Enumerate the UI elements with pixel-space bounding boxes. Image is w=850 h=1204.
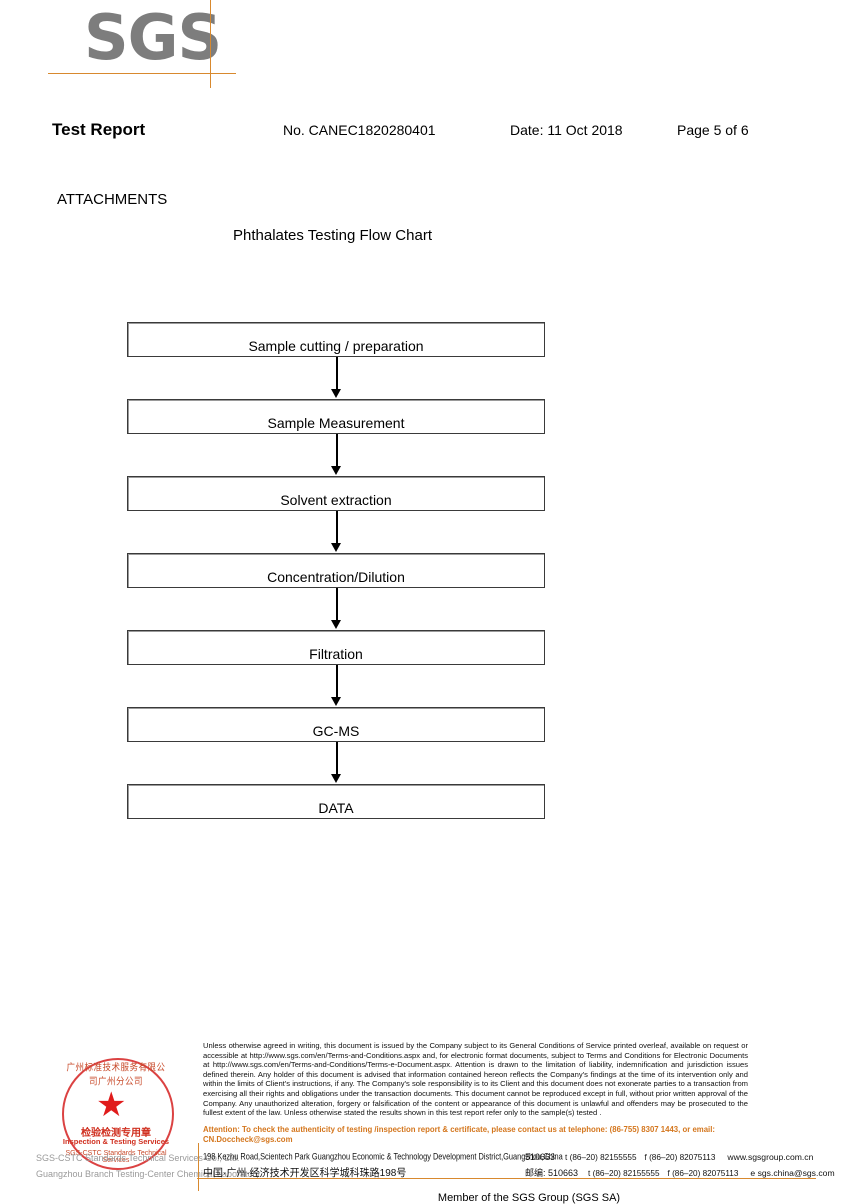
attachments-heading: ATTACHMENTS (57, 191, 168, 208)
flow-arrow-down-icon (127, 511, 545, 553)
footer-horizontal-rule (197, 1178, 816, 1179)
page-indicator: Page 5 of 6 (677, 122, 749, 138)
seal-company-name: SGS-CSTC Standards Technical Services Co… (36, 1153, 240, 1163)
logo-horizontal-rule (48, 73, 236, 74)
flow-step-label: Filtration (309, 646, 363, 662)
flow-step-box: Sample Measurement (127, 399, 545, 434)
address-tel-cn: t (86–20) 82155555 (588, 1169, 660, 1178)
address-fax-en: f (86–20) 82075113 (644, 1153, 716, 1162)
address-street-cn: 中国·广州·经济技术开发区科学城科珠路198号 (203, 1167, 407, 1179)
address-line-english: 198 Kezhu Road,Scientech Park Guangzhou … (203, 1147, 813, 1162)
report-header: Test Report No. CANEC1820280401 Date: 11… (0, 120, 850, 144)
seal-arc-text: 广州标准技术服务有限公司广州分公司 (66, 1061, 166, 1087)
logo-vertical-rule (210, 0, 211, 88)
flow-arrow-down-icon (127, 742, 545, 784)
member-of-group-line: Member of the SGS Group (SGS SA) (0, 1192, 850, 1204)
address-street-en: 198 Kezhu Road,Scientech Park Guangzhou … (203, 1150, 563, 1162)
flow-step-box: Filtration (127, 630, 545, 665)
flowchart-title: Phthalates Testing Flow Chart (233, 227, 432, 244)
address-zip-en: 510663 (525, 1152, 556, 1162)
attention-notice: Attention: To check the authenticity of … (203, 1125, 715, 1144)
flow-arrow-down-icon (127, 357, 545, 399)
report-number: No. CANEC1820280401 (283, 122, 436, 138)
legal-disclaimer-text: Unless otherwise agreed in writing, this… (203, 1041, 748, 1118)
flow-arrow-down-icon (127, 665, 545, 707)
flow-step-label: Sample cutting / preparation (248, 338, 424, 354)
address-website[interactable]: www.sgsgroup.com.cn (727, 1152, 814, 1162)
address-line-chinese: 中国·广州·经济技术开发区科学城科珠路198号 邮编: 510663 t (86–2… (203, 1163, 835, 1179)
report-date: Date: 11 Oct 2018 (510, 122, 623, 138)
flow-step-box: Solvent extraction (127, 476, 545, 511)
flow-arrow-down-icon (127, 434, 545, 476)
address-zip-cn: 邮编: 510663 (525, 1168, 579, 1178)
flow-step-label: DATA (318, 800, 354, 816)
address-fax-cn: f (86–20) 82075113 (667, 1169, 739, 1178)
flow-step-label: Solvent extraction (280, 492, 392, 508)
flow-step-box: GC-MS (127, 707, 545, 742)
seal-star-icon: ★ (96, 1086, 127, 1124)
sgs-logo-wordmark: SGS (84, 1, 222, 74)
flow-step-box: Concentration/Dilution (127, 553, 545, 588)
address-tel-en: t (86–20) 82155555 (565, 1153, 637, 1162)
phthalates-testing-flow-chart: Sample cutting / preparation Sample Meas… (127, 322, 547, 819)
flow-arrow-down-icon (127, 588, 545, 630)
seal-laboratory-name: Guangzhou Branch Testing-Center Chemical… (36, 1169, 262, 1179)
address-email[interactable]: e sgs.china@sgs.com (750, 1168, 835, 1178)
seal-english-text: Inspection & Testing Services (62, 1137, 170, 1146)
seal-bottom-arc-text: SGS-CSTC Standards Technical Services (65, 1150, 167, 1164)
member-of-group-text: Member of the SGS Group (SGS SA) (437, 1192, 621, 1204)
page-title: Test Report (52, 120, 146, 139)
company-seal-stamp: 广州标准技术服务有限公司广州分公司 ★ 检验检测专用章 Inspection &… (34, 1040, 262, 1190)
flow-step-label: GC-MS (312, 723, 360, 739)
footer-vertical-rule (198, 1143, 199, 1191)
flow-step-label: Sample Measurement (267, 415, 405, 431)
sgs-logo-area: SGS (0, 0, 850, 105)
flow-step-box: Sample cutting / preparation (127, 322, 545, 357)
seal-chinese-text: 检验检测专用章 (81, 1128, 151, 1139)
page-footer: 广州标准技术服务有限公司广州分公司 ★ 检验检测专用章 Inspection &… (0, 1030, 850, 1204)
seal-circle-outline (62, 1058, 174, 1170)
flow-step-box: DATA (127, 784, 545, 819)
flow-step-label: Concentration/Dilution (267, 569, 405, 585)
